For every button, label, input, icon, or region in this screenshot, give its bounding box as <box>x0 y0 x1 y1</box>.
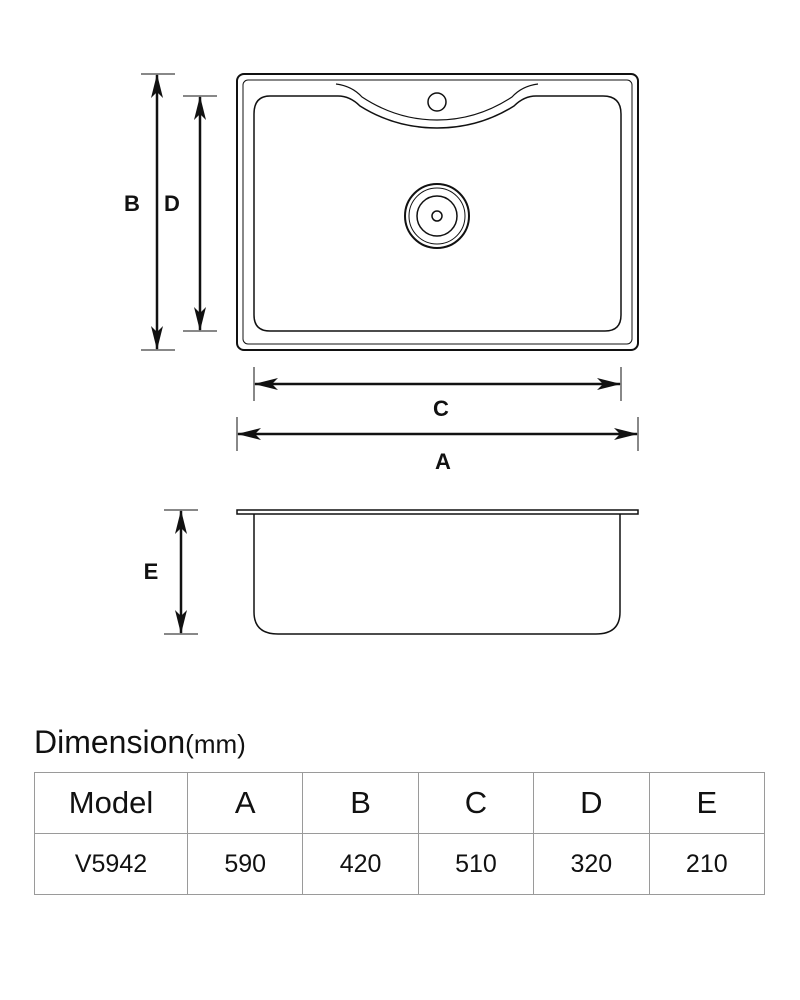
header-d: D <box>533 772 650 834</box>
table-header-row: Model A B C D E <box>34 772 766 834</box>
sink-side-view <box>236 509 639 635</box>
dimension-b-label: B <box>124 191 140 216</box>
cell-model: V5942 <box>34 833 188 895</box>
header-b: B <box>302 772 419 834</box>
dimension-a-label: A <box>435 449 451 474</box>
sink-outer-rim <box>236 73 639 351</box>
dimension-c <box>253 367 622 401</box>
cell-b: 420 <box>302 833 419 895</box>
cell-d: 320 <box>533 833 650 895</box>
dimension-c-label: C <box>433 396 449 421</box>
sink-bowl-outline <box>253 95 622 332</box>
sink-diagram: B D C A E <box>124 73 639 635</box>
cell-c: 510 <box>417 833 535 895</box>
table-row: V5942 590 420 510 320 210 <box>34 833 766 895</box>
sink-top-view <box>236 73 639 351</box>
cell-a: 590 <box>186 833 304 895</box>
dimension-d <box>183 95 217 332</box>
dimension-e <box>164 509 198 635</box>
drain <box>404 183 470 249</box>
sink-deck-curve <box>335 83 539 121</box>
sink-inner-rim <box>242 79 633 345</box>
table-title-unit: (mm) <box>185 729 246 759</box>
dimension-table: Model A B C D E V5942 590 420 510 320 21… <box>34 772 766 895</box>
dimension-b <box>141 73 175 351</box>
dimension-d-label: D <box>164 191 180 216</box>
dimension-e-label: E <box>144 559 159 584</box>
header-model: Model <box>34 772 188 834</box>
table-title-text: Dimension <box>34 724 186 760</box>
header-c: C <box>417 772 535 834</box>
header-e: E <box>648 772 766 834</box>
dimension-a <box>236 417 639 451</box>
sink-side-rim <box>236 509 639 515</box>
faucet-hole <box>427 92 447 112</box>
cell-e: 210 <box>648 833 766 895</box>
sink-side-bowl <box>253 514 621 635</box>
table-title: Dimension(mm) <box>34 724 246 761</box>
header-a: A <box>186 772 304 834</box>
